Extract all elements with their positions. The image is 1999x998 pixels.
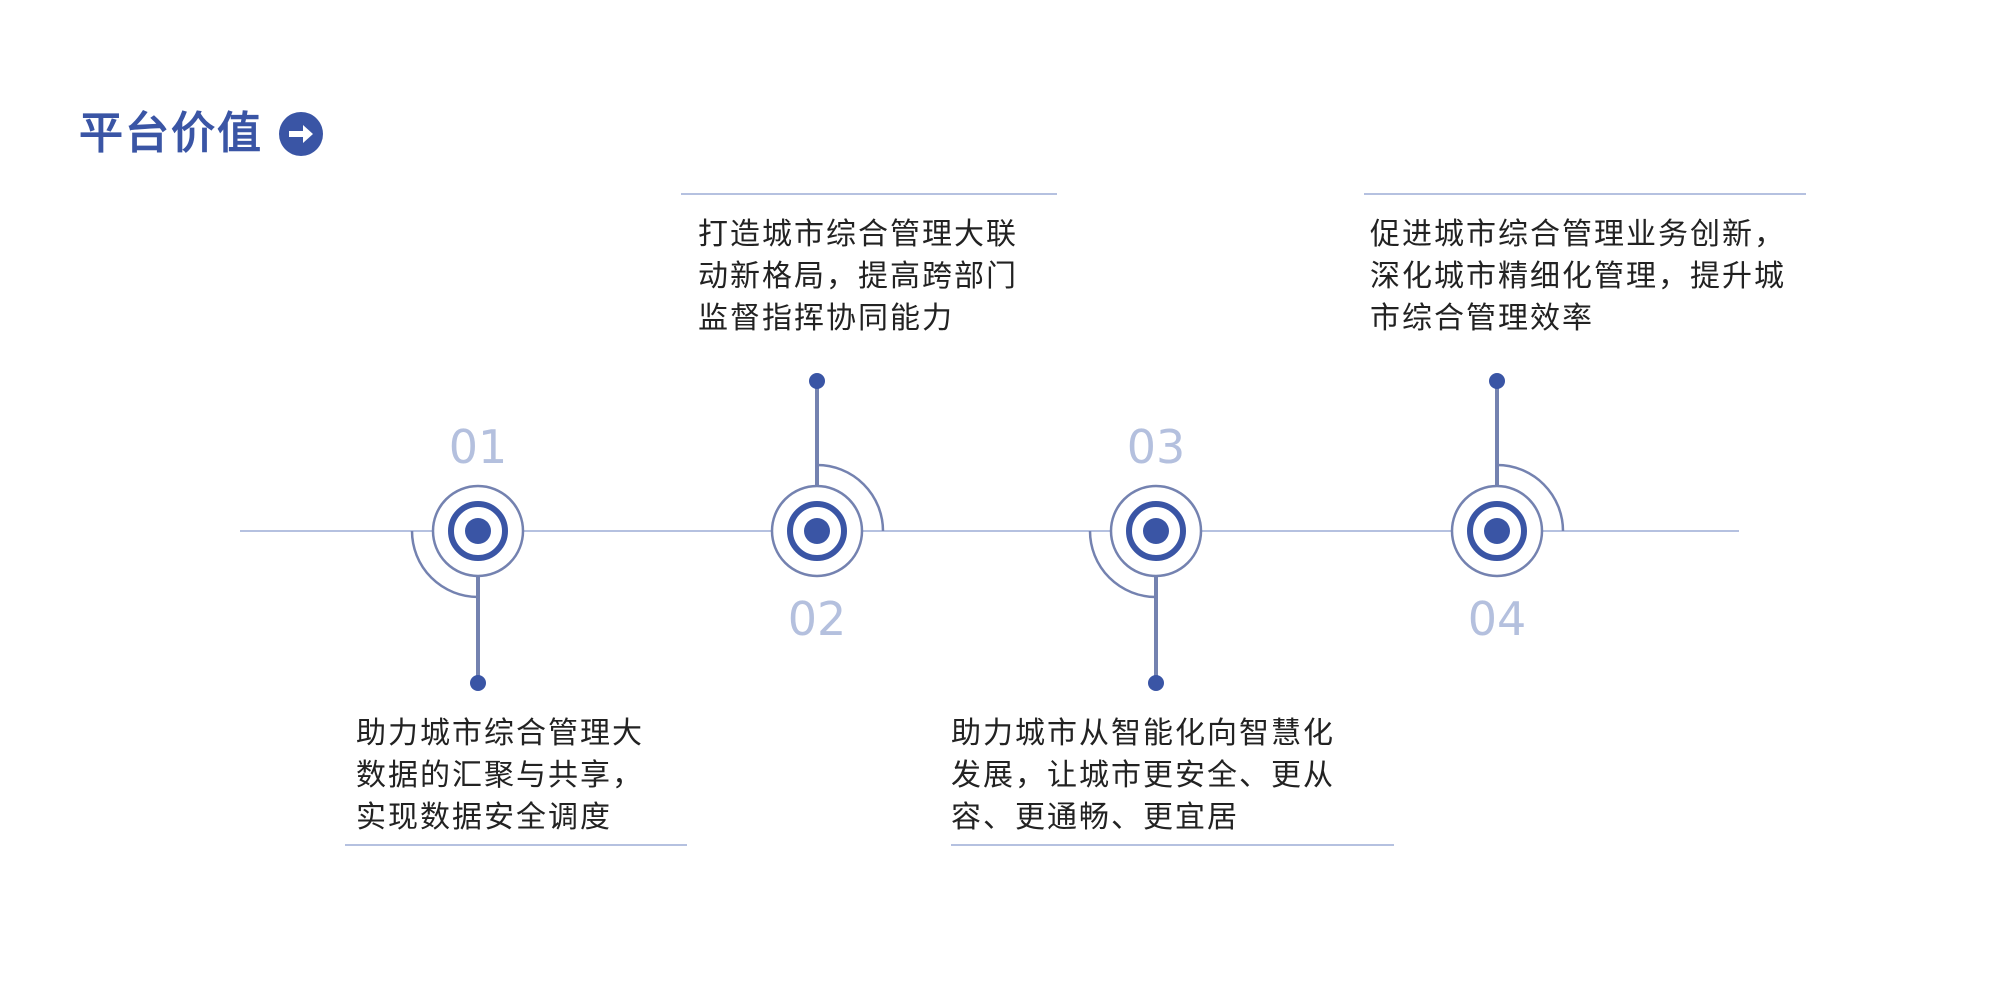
connector-dot <box>1148 675 1164 691</box>
connector-dot <box>1489 373 1505 389</box>
text-line: 发展，让城市更安全、更从 <box>951 758 1335 793</box>
step-description-04: 促进城市综合管理业务创新， 深化城市精细化管理，提升城 市综合管理效率 <box>1370 214 1786 340</box>
node-center-dot <box>804 518 830 544</box>
divider-03 <box>951 844 1394 846</box>
quarter-arc <box>410 530 479 599</box>
text-line: 助力城市从智能化向智慧化 <box>951 716 1335 751</box>
step-number-04: 04 <box>1467 592 1527 646</box>
node-center-dot <box>1484 518 1510 544</box>
divider-04 <box>1364 193 1806 195</box>
step-number-03: 03 <box>1126 420 1186 474</box>
step-number-01: 01 <box>448 420 508 474</box>
text-line: 市综合管理效率 <box>1370 301 1594 336</box>
quarter-arc <box>1088 530 1157 599</box>
page-title: 平台价值 <box>79 108 263 159</box>
text-line: 监督指挥协同能力 <box>698 301 954 336</box>
divider-02 <box>681 193 1057 195</box>
divider-01 <box>345 844 687 846</box>
quarter-arc <box>1496 463 1565 532</box>
text-line: 助力城市综合管理大 <box>356 716 644 751</box>
text-line: 促进城市综合管理业务创新， <box>1370 217 1786 252</box>
text-line: 实现数据安全调度 <box>356 800 612 835</box>
step-description-01: 助力城市综合管理大 数据的汇聚与共享， 实现数据安全调度 <box>356 713 644 839</box>
node-center-dot <box>1143 518 1169 544</box>
connector-dot <box>809 373 825 389</box>
node-center-dot <box>465 518 491 544</box>
step-number-02: 02 <box>787 592 847 646</box>
text-line: 容、更通畅、更宜居 <box>951 800 1239 835</box>
arrow-right-icon[interactable] <box>279 112 323 156</box>
text-line: 数据的汇聚与共享， <box>356 758 644 793</box>
text-line: 动新格局，提高跨部门 <box>698 259 1018 294</box>
step-description-02: 打造城市综合管理大联 动新格局，提高跨部门 监督指挥协同能力 <box>698 214 1018 340</box>
text-line: 深化城市精细化管理，提升城 <box>1370 259 1786 294</box>
connector-dot <box>470 675 486 691</box>
text-line: 打造城市综合管理大联 <box>698 217 1018 252</box>
quarter-arc <box>816 463 885 532</box>
step-description-03: 助力城市从智能化向智慧化 发展，让城市更安全、更从 容、更通畅、更宜居 <box>951 713 1335 839</box>
